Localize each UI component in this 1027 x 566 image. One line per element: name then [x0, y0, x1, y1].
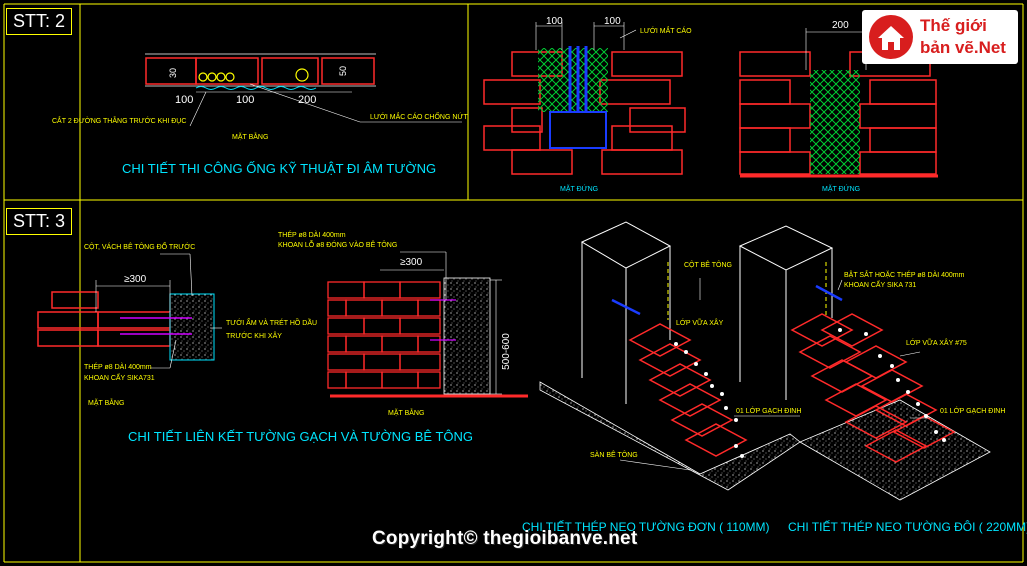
dim-100b: 100 — [236, 94, 255, 106]
elevation-mesh-left — [483, 22, 686, 175]
dim-100d: 100 — [604, 16, 621, 27]
logo-line-2: bản vẽ.Net — [920, 38, 1006, 57]
logo-line-1: Thế giới — [920, 16, 987, 35]
label-mat-bang-1: MẶT BẰNG — [232, 134, 269, 141]
pipe-plan-detail — [145, 53, 376, 93]
frame — [3, 3, 1024, 563]
dim-200b: 200 — [832, 20, 849, 31]
label-mat-dung-2: MẶT ĐỨNG — [822, 186, 861, 193]
brick-concrete-elevation — [327, 269, 528, 398]
label-lop-vua: LỚP VỮA XÂY — [676, 320, 724, 327]
dim-100a: 100 — [175, 94, 194, 106]
label-mat-bang-3: MẶT BẰNG — [388, 410, 425, 417]
label-luoi-mat-cao: LƯỚI MẮT CÁO — [640, 28, 692, 35]
house-icon — [869, 15, 913, 59]
label-tuoi-am: TƯỚI ẨM VÀ TRÉT HỒ DẦU — [226, 320, 318, 327]
dim-30: 30 — [168, 67, 179, 79]
label-cot-vach: CỘT, VÁCH BÊ TÔNG ĐỔ TRƯỚC — [84, 244, 196, 251]
title-brick-concrete: CHI TIẾT LIÊN KẾT TƯỜNG GẠCH VÀ TƯỜNG BÊ… — [128, 429, 474, 444]
label-truoc-khi-xay: TRƯỚC KHI XÂY — [226, 333, 282, 340]
dim-300a: ≥300 — [124, 274, 147, 285]
leader-lines — [150, 83, 930, 471]
label-lop-vua-75: LỚP VỮA XÂY #75 — [906, 340, 967, 347]
label-thep-a: THÉP ø8 DÀI 400mm — [84, 364, 152, 371]
site-logo: Thế giới bản vẽ.Net — [862, 10, 1018, 64]
title-double-wall: CHI TIẾT THÉP NEO TƯỜNG ĐÔI ( 220MM) — [788, 520, 1027, 534]
iso-single-wall — [539, 221, 801, 491]
label-khoan-c: KHOAN CẤY SIKA 731 — [844, 282, 917, 289]
label-khoan-b: KHOAN LỖ ø8 ĐÓNG VÀO BÊ TÔNG — [278, 242, 398, 249]
label-san-be-tong: SÀN BÊ TÔNG — [590, 452, 638, 459]
dim-50: 50 — [338, 65, 349, 77]
label-cot-be-tong: CỘT BÊ TÔNG — [684, 262, 732, 269]
label-khoan-a: KHOAN CẤY SIKA731 — [84, 375, 155, 382]
label-lop-gach-1: 01 LỚP GẠCH ĐINH — [736, 408, 802, 415]
label-bat-sat: BẬT SẮT HOẶC THÉP ø8 DÀI 400mm — [844, 272, 965, 279]
label-luoi-chong-nut: LƯỚI MẮC CÁO CHỐNG NỨT — [370, 114, 468, 121]
label-mat-dung-1: MẶT ĐỨNG — [560, 186, 599, 193]
title-pipe-detail: CHI TIẾT THI CÔNG ỐNG KỸ THUẬT ĐI ÂM TƯỜ… — [122, 161, 437, 176]
dim-100c: 100 — [546, 16, 563, 27]
label-mat-bang-2: MẶT BẰNG — [88, 400, 125, 407]
title-single-wall: CHI TIẾT THÉP NEO TƯỜNG ĐƠN ( 110MM) — [522, 520, 770, 534]
dim-200a: 200 — [298, 94, 317, 106]
label-cat2: CẮT 2 ĐƯỜNG THẲNG TRƯỚC KHI ĐỤC — [52, 118, 187, 125]
dim-500: 500-600 — [500, 333, 512, 370]
section-tag-stt3: STT: 3 — [6, 208, 73, 235]
label-thep-b: THÉP ø8 DÀI 400mm — [278, 232, 346, 239]
label-lop-gach-2: 01 LỚP GẠCH ĐINH — [940, 408, 1006, 415]
elevation-mesh-right — [739, 28, 938, 178]
section-tag-stt2: STT: 2 — [6, 8, 73, 35]
dim-300b: ≥300 — [400, 257, 423, 268]
iso-double-wall — [738, 225, 991, 501]
brick-concrete-plan — [37, 280, 215, 361]
copyright-watermark: Copyright© thegioibanve.net — [372, 528, 638, 549]
